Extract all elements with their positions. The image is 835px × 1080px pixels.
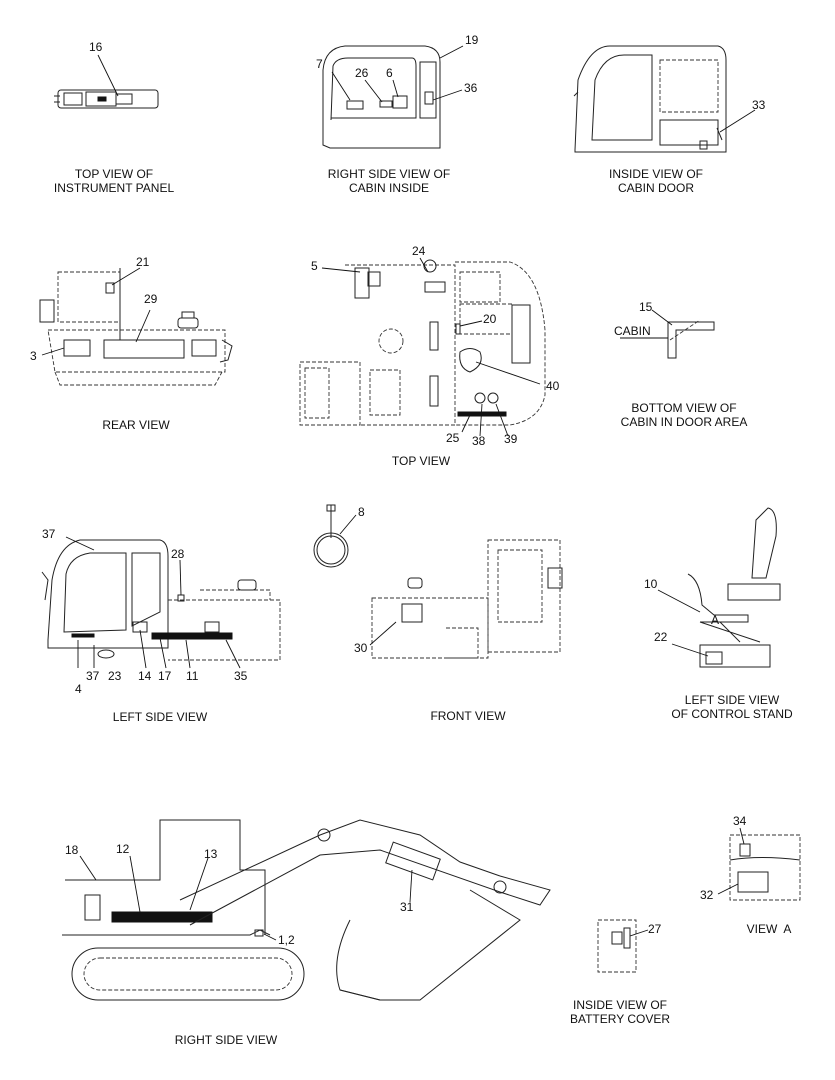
callout-37-top: 37: [42, 527, 56, 541]
callout-5: 5: [311, 259, 318, 273]
callout-23: 23: [108, 669, 122, 683]
callout-21: 21: [136, 255, 150, 269]
caption-front-view: FRONT VIEW: [430, 709, 506, 723]
callout-38: 38: [472, 434, 486, 448]
callout-14: 14: [138, 669, 152, 683]
callout-8: 8: [358, 505, 365, 519]
callout-11: 11: [186, 669, 199, 683]
callout-36: 36: [464, 81, 478, 95]
callout-39: 39: [504, 432, 518, 446]
cabin-inside-drawing: [322, 45, 464, 149]
caption-left-side-view: LEFT SIDE VIEW: [112, 710, 208, 724]
battery-cover-drawing: [597, 919, 649, 973]
callout-27: 27: [648, 922, 662, 936]
callout-4: 4: [75, 682, 82, 696]
callout-16: 16: [89, 40, 103, 54]
caption-rear-view: REAR VIEW: [102, 418, 170, 432]
callout-20: 20: [483, 312, 497, 326]
callout-30: 30: [354, 641, 368, 655]
bottom-cabin-drawing: [620, 309, 715, 359]
view-a-marker: A: [711, 613, 720, 627]
callout-28: 28: [171, 547, 185, 561]
callout-10: 10: [644, 577, 658, 591]
view-a-drawing: [717, 827, 801, 901]
callout-22: 22: [654, 630, 668, 644]
callout-13: 13: [204, 847, 218, 861]
callout-15: 15: [639, 300, 653, 314]
callout-12: 12: [116, 842, 130, 856]
callout-24: 24: [412, 244, 426, 258]
rear-view-drawing: [39, 267, 233, 386]
instrument-panel-drawing: [54, 54, 159, 109]
control-stand-drawing: [657, 507, 781, 668]
caption-right-side-view: RIGHT SIDE VIEW: [174, 1033, 278, 1047]
callout-26: 26: [355, 66, 369, 80]
callout-17: 17: [158, 669, 172, 683]
cabin-word-label: CABIN: [614, 324, 651, 338]
left-side-drawing: [41, 536, 281, 669]
callout-37-bottom: 37: [86, 669, 100, 683]
callout-29: 29: [144, 292, 158, 306]
caption-view-a: VIEW A: [746, 922, 792, 936]
callout-7: 7: [316, 57, 323, 71]
top-view-drawing: [299, 257, 546, 437]
callout-6: 6: [386, 66, 393, 80]
callout-32: 32: [700, 888, 714, 902]
callout-18: 18: [65, 843, 79, 857]
callout-1-2: 1,2: [278, 933, 295, 947]
callout-25: 25: [446, 431, 460, 445]
callout-35: 35: [234, 669, 248, 683]
caption-top-view: TOP VIEW: [391, 454, 451, 468]
callout-33: 33: [752, 98, 766, 112]
front-view-drawing: [313, 504, 563, 659]
callout-19: 19: [465, 33, 479, 47]
callout-31: 31: [400, 900, 414, 914]
callout-3: 3: [30, 349, 37, 363]
callout-40: 40: [546, 379, 560, 393]
right-side-drawing: [62, 819, 551, 1001]
cabin-door-drawing: [573, 45, 756, 153]
callout-34: 34: [733, 814, 747, 828]
